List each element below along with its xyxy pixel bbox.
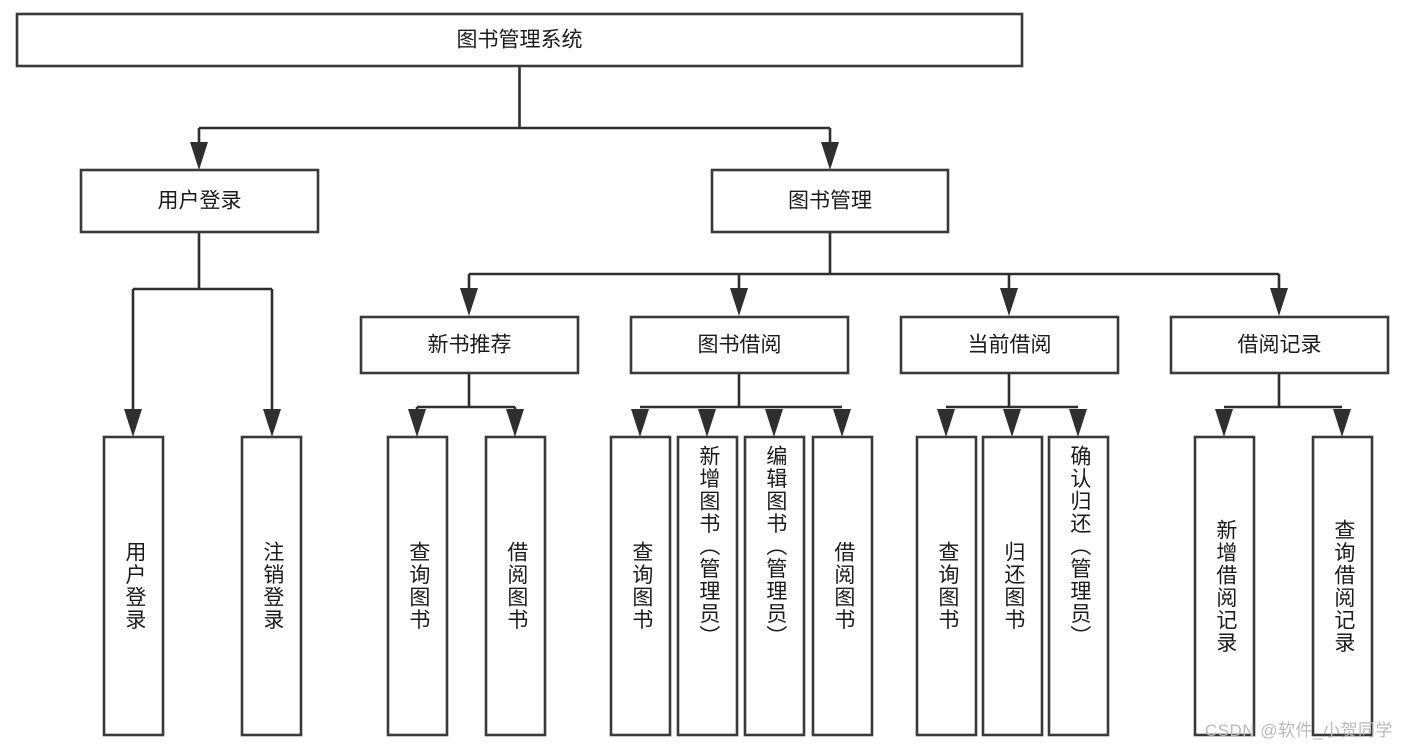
node-box-leaf-borrow-book-1[interactable]	[484, 435, 547, 737]
node-box-book-borrow[interactable]	[629, 315, 850, 375]
node-label-book-manage: 图书管理	[788, 190, 872, 213]
arrow-leaf-borrow-book-1	[506, 409, 524, 437]
node-label-leaf-user-login: 用户登录	[122, 541, 146, 631]
node-label-current-borrow: 当前借阅	[968, 334, 1052, 357]
arrow-borrow-record	[1270, 288, 1288, 316]
arrow-leaf-add-record	[1215, 409, 1233, 437]
node-label-leaf-query-book-2: 查询图书	[629, 541, 653, 631]
arrow-user-login	[190, 142, 208, 170]
node-label-new-book-recommend: 新书推荐	[428, 334, 512, 357]
arrow-book-manage	[821, 142, 839, 170]
node-box-leaf-query-book-3[interactable]	[915, 435, 978, 737]
node-label-leaf-confirm-return: 确认归还（管理员）	[1067, 445, 1091, 648]
node-label-leaf-query-book-1: 查询图书	[406, 541, 430, 631]
node-box-user-login[interactable]	[79, 168, 320, 234]
node-label-leaf-edit-book: 编辑图书（管理员）	[763, 445, 787, 648]
node-label-borrow-record: 借阅记录	[1238, 334, 1322, 357]
node-box-leaf-query-record[interactable]	[1311, 435, 1374, 737]
node-label-leaf-borrow-book-2: 借阅图书	[831, 541, 855, 631]
arrow-leaf-confirm-return	[1069, 409, 1087, 437]
node-box-leaf-add-book[interactable]	[676, 435, 739, 737]
arrow-leaf-query-record	[1333, 409, 1351, 437]
arrow-leaf-user-login	[124, 409, 142, 437]
node-label-leaf-query-record: 查询借阅记录	[1331, 518, 1355, 654]
node-label-leaf-add-record: 新增借阅记录	[1213, 518, 1237, 654]
arrow-leaf-borrow-book-2	[833, 409, 851, 437]
node-box-borrow-record[interactable]	[1169, 315, 1390, 375]
node-box-leaf-user-login[interactable]	[102, 435, 165, 737]
node-label-leaf-return-book: 归还图书	[1001, 541, 1025, 631]
node-box-leaf-confirm-return[interactable]	[1047, 435, 1110, 737]
node-box-leaf-query-book-2[interactable]	[609, 435, 672, 737]
node-box-leaf-edit-book[interactable]	[743, 435, 806, 737]
arrow-new-book-recommend	[460, 288, 478, 316]
arrow-leaf-query-book-1	[408, 409, 426, 437]
node-label-book-borrow: 图书借阅	[698, 334, 782, 357]
arrow-leaf-query-book-2	[631, 409, 649, 437]
node-label-leaf-logout-login: 注销登录	[260, 541, 284, 631]
node-box-current-borrow[interactable]	[899, 315, 1120, 375]
node-label-leaf-add-book: 新增图书（管理员）	[696, 445, 720, 648]
node-box-new-book-recommend[interactable]	[359, 315, 580, 375]
node-label-root: 图书管理系统	[457, 29, 583, 52]
node-label-leaf-borrow-book-1: 借阅图书	[504, 541, 528, 631]
arrow-current-borrow	[1000, 288, 1018, 316]
node-box-leaf-query-book-1[interactable]	[386, 435, 449, 737]
arrow-leaf-add-book	[698, 409, 716, 437]
arrow-book-borrow	[730, 288, 748, 316]
arrow-leaf-logout-login	[263, 409, 281, 437]
arrow-leaf-edit-book	[765, 409, 783, 437]
node-box-leaf-return-book[interactable]	[981, 435, 1044, 737]
node-box-leaf-add-record[interactable]	[1193, 435, 1256, 737]
node-box-leaf-borrow-book-2[interactable]	[811, 435, 874, 737]
node-box-leaf-logout-login[interactable]	[240, 435, 303, 737]
arrow-leaf-return-book	[1003, 409, 1021, 437]
node-label-leaf-query-book-3: 查询图书	[935, 541, 959, 631]
node-label-user-login: 用户登录	[158, 190, 242, 213]
arrow-leaf-query-book-3	[937, 409, 955, 437]
node-box-book-manage[interactable]	[710, 168, 950, 234]
node-box-root[interactable]	[15, 12, 1024, 68]
